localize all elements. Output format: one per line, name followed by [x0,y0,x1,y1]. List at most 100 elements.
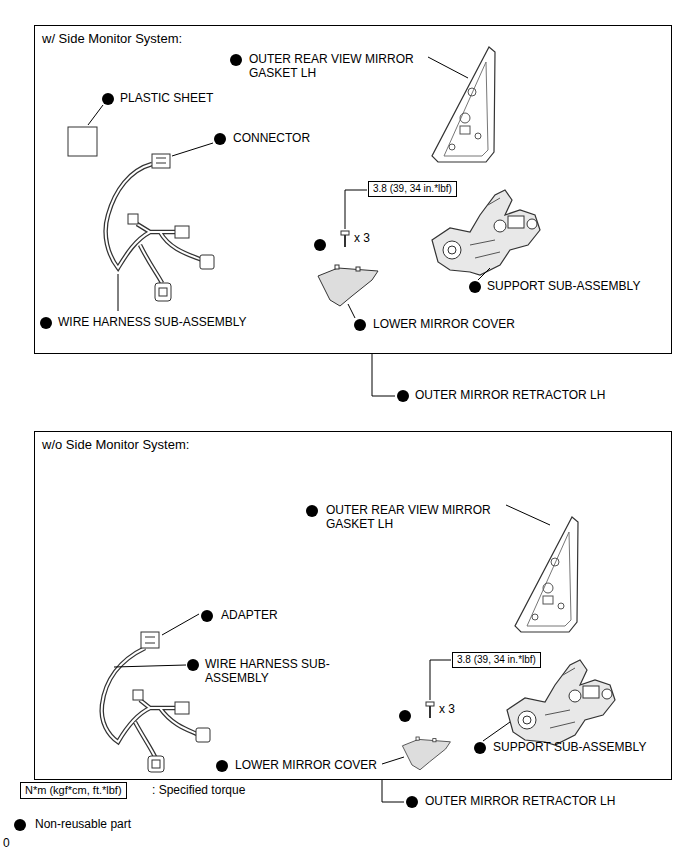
support-assembly [443,241,461,259]
wire-harness [155,283,171,301]
mirror-gasket [558,603,564,609]
support-assembly [523,716,531,724]
bolt [426,702,434,706]
part-label: CONNECTOR [233,131,310,145]
wire-harness [133,690,143,700]
mirror-gasket [444,62,488,156]
part-label: LOWER MIRROR COVER [235,758,377,772]
part-label: x 3 [439,702,455,716]
non-reusable-mark [469,281,481,293]
leader-line [88,105,103,125]
wire-harness [106,164,202,283]
mirror-gasket [515,517,578,632]
frame-heading: w/o Side Monitor System: [42,437,189,452]
leader-line [118,274,119,311]
support-assembly [508,216,524,228]
wire-harness [156,158,166,159]
frame-heading: w/ Side Monitor System: [42,31,182,46]
support-assembly [583,686,599,698]
lower-mirror-cover [402,739,450,769]
mirror-gasket [543,583,553,593]
mirror-gasket [475,133,481,139]
wire-harness [156,163,166,164]
leader-line [382,757,404,764]
support-assembly [569,690,581,702]
torque-box: 3.8 (39, 34 in.*lbf) [452,652,541,668]
wire-harness [102,648,197,757]
support-assembly [602,689,612,699]
torque-value: 3.8 (39, 34 in.*lbf) [457,654,536,666]
plastic-sheet [68,127,97,156]
lower-mirror-cover [318,265,378,306]
wire-harness [106,164,202,283]
part-label: LOWER MIRROR COVER [373,317,515,331]
torque-unit-box: N*m (kgf*cm, ft.*lbf) [20,782,127,799]
leader-line [348,304,355,318]
mirror-gasket [543,596,553,604]
lower-mirror-cover [356,267,360,271]
leader-line [428,57,468,78]
system-frame: w/o Side Monitor System: 3.8 (39, 34 in.*… [34,431,672,780]
support-assembly [432,190,540,275]
part-label: OUTER MIRROR RETRACTOR LH [425,794,615,808]
non-reusable-mark [14,819,26,831]
mirror-gasket [449,144,455,150]
leader-line [114,665,186,667]
support-assembly [494,220,506,232]
wire-harness [102,632,210,772]
part-label: ADAPTER [221,608,278,622]
leader-line [162,614,199,635]
mirror-gasket [551,558,559,566]
support-assembly [518,711,536,729]
support-assembly [470,198,500,258]
non-reusable-mark [201,610,213,622]
support-assembly [545,668,575,728]
mirror-gasket [532,614,538,620]
leader-line [88,57,550,802]
wire-harness [106,154,214,301]
support-assembly [507,660,615,745]
non-reusable-mark [306,505,318,517]
torque-box: 3.8 (39, 34 in.*lbf) [368,181,457,197]
plastic-sheet [68,127,97,156]
non-reusable-mark [474,742,486,754]
non-reusable-mark [102,93,114,105]
lower-mirror-cover [402,737,450,770]
wire-harness [145,637,155,638]
mirror-gasket [527,532,571,626]
leader-line [172,143,213,156]
wire-harness [196,728,210,742]
lower-mirror-cover [335,265,339,269]
system-frame: w/ Side Monitor System: 3.8 (39, 34 in.*l… [34,25,672,354]
wire-harness [152,154,170,168]
leader-line [506,505,550,525]
leader-line [430,660,451,700]
non-reusable-mark [354,319,366,331]
torque-value: N*m (kgf*cm, ft.*lbf) [25,784,122,797]
part-label: OUTER REAR VIEW MIRROR GASKET LH [249,52,424,80]
bolt [429,706,431,718]
part-label: WIRE HARNESS SUB-ASSEMBLY [58,315,246,329]
mirror-gasket [468,88,476,96]
part-label: WIRE HARNESS SUB-ASSEMBLY [205,657,345,685]
torque-value: 3.8 (39, 34 in.*lbf) [373,183,452,195]
non-reusable-mark [230,54,242,66]
bolt [344,235,346,247]
lower-mirror-cover [416,737,419,740]
leader-line [483,722,510,741]
lower-mirror-cover [433,739,436,742]
wire-harness [175,702,189,714]
wire-harness [145,643,155,644]
leader-line [478,268,490,280]
wire-harness [159,288,167,296]
support-assembly [432,190,540,275]
leader-line [345,190,367,229]
support-assembly [527,219,537,229]
wire-harness [175,226,189,238]
non-reusable-mark [314,239,326,251]
wire-harness [148,756,164,772]
mirror-gasket [515,517,578,632]
part-label: OUTER MIRROR RETRACTOR LH [415,388,605,402]
